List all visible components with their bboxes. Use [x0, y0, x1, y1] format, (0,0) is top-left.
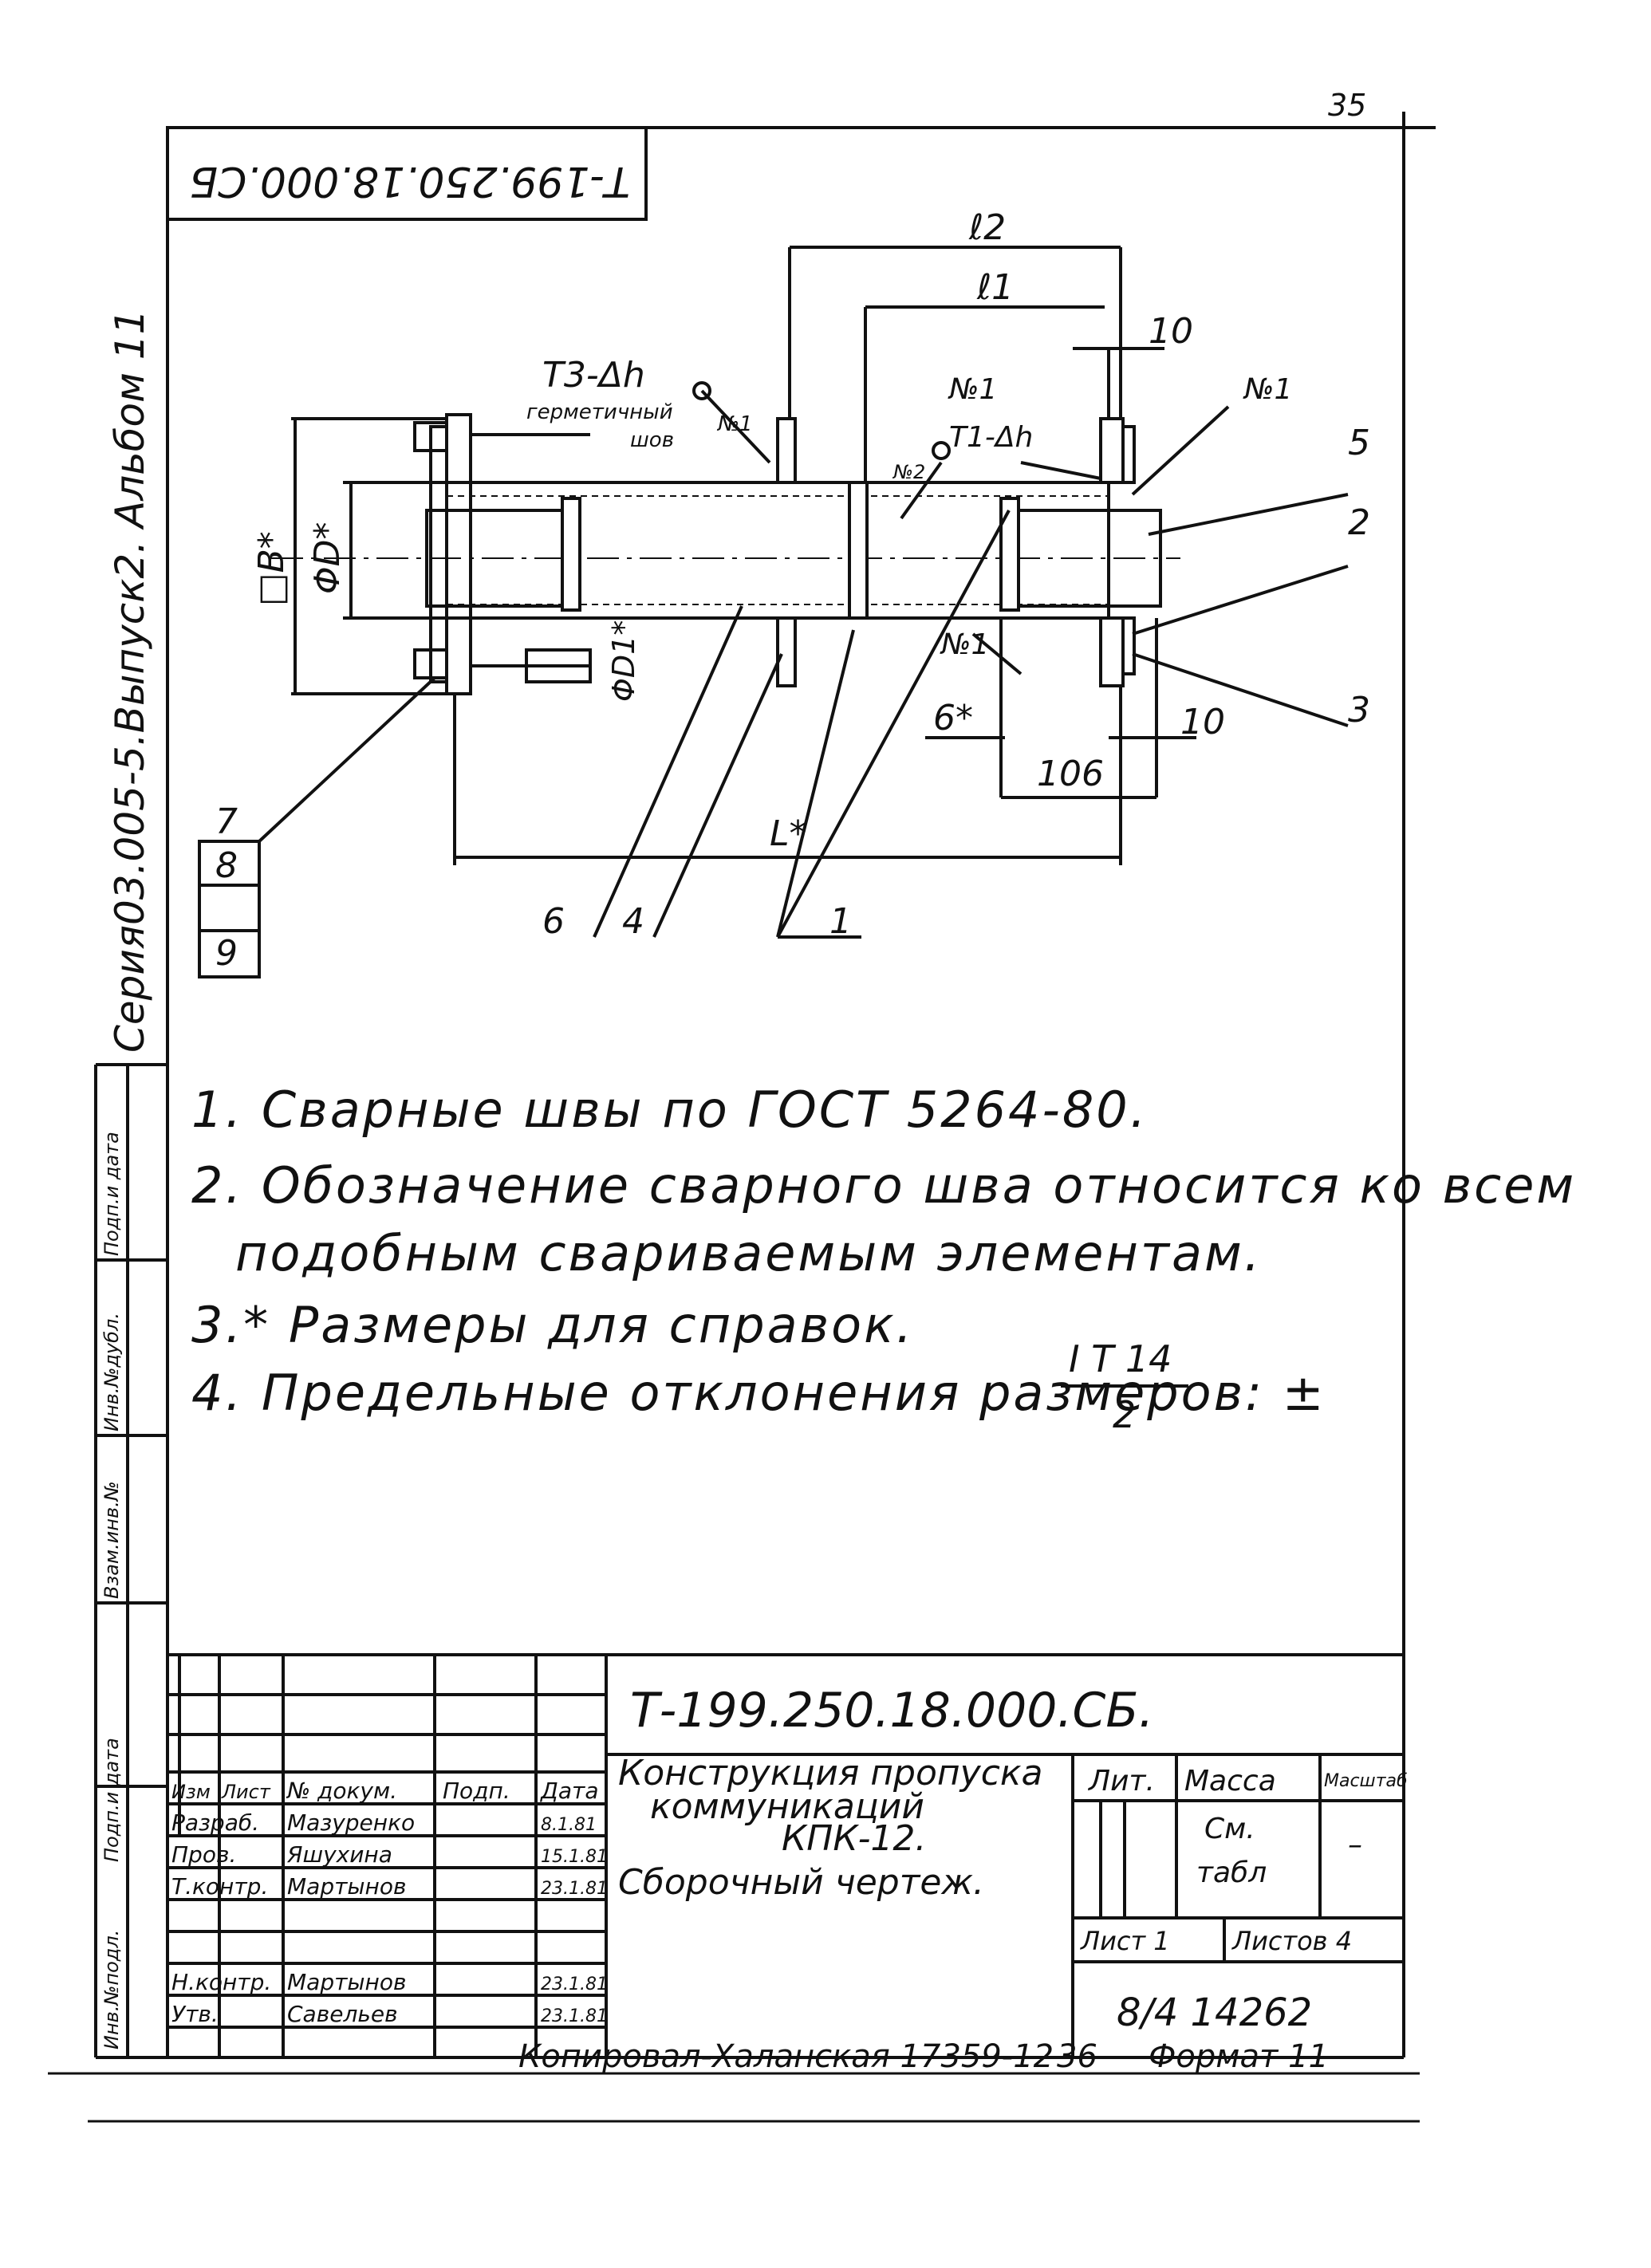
strip-vzam: Взам.инв.№: [100, 1481, 123, 1599]
tb-h-list: Лист: [221, 1781, 271, 1803]
tb-r5-date: 23.1.81: [541, 2006, 608, 2026]
tb-lit: Лит.: [1087, 1765, 1155, 1797]
tb-r1-date: 8.1.81: [541, 1815, 597, 1835]
weld-t3: Т3-Δh: [542, 355, 645, 396]
footer-num: 36: [1057, 2038, 1097, 2075]
dim-10-top: 10: [1149, 311, 1193, 352]
dim-l2: ℓ2: [968, 207, 1006, 248]
tb-h-data: Дата: [539, 1778, 599, 1804]
strip-podp-data-2: Подп.и дата: [100, 1132, 123, 1256]
tb-h-izm: Изм: [171, 1781, 211, 1803]
dim-106: 106: [1037, 754, 1104, 794]
footer-format: Формат 11: [1149, 2038, 1329, 2075]
dim-aB: □В*: [251, 531, 292, 606]
pos-7: 7: [215, 801, 238, 842]
tb-code: Т-199.250.18.000.СБ.: [630, 1683, 1154, 1738]
weld-t1: Т1-Δh: [949, 421, 1033, 454]
weld-hermetic: герметичный: [526, 400, 673, 424]
note-1: 1. Сварные швы по ГОСТ 5264-80.: [191, 1081, 1149, 1139]
tb-masshtab-val: –: [1348, 1829, 1362, 1861]
page-number: 35: [1328, 88, 1366, 123]
pos-6: 6: [542, 901, 565, 942]
tb-r4-date: 23.1.81: [541, 1975, 608, 1994]
tb-r3-role: Т.контр.: [171, 1873, 268, 1900]
tb-r5-role: Утв.: [171, 2001, 219, 2027]
footer-copy: Копировал-Халанская 17359-12: [518, 2038, 1054, 2075]
note-4: 4. Предельные отклонения размеров: ±: [191, 1364, 1326, 1422]
note-2a: 2. Обозначение сварного шва относится ко…: [191, 1156, 1577, 1215]
pos-3: 3: [1348, 690, 1370, 730]
pos-8: 8: [215, 845, 238, 886]
tb-title-3: КПК-12.: [782, 1818, 926, 1859]
note4-numerator: I T 14: [1069, 1337, 1172, 1380]
tb-r3-date: 23.1.81: [541, 1879, 608, 1899]
dim-l1: ℓ1: [976, 267, 1014, 308]
strip-inv-dubl: Инв.№дубл.: [100, 1313, 123, 1431]
dim-L: L*: [770, 813, 807, 854]
tb-title-2: коммуникаций: [650, 1786, 924, 1827]
pos-5: 5: [1348, 423, 1370, 463]
tb-r4-name: Мартынов: [287, 1969, 406, 1995]
tb-masshtab: Масштаб: [1324, 1771, 1408, 1791]
tb-massa-val2: табл: [1196, 1857, 1267, 1889]
tb-r5-name: Савельев: [287, 2001, 398, 2027]
assembly-drawing: [258, 246, 1349, 939]
weld-shov: шов: [630, 428, 674, 452]
pos-9: 9: [215, 933, 238, 974]
tb-r2-role: Пров.: [171, 1841, 236, 1868]
weld-no1-d: №1: [716, 412, 753, 436]
note-2b: подобным свариваемым элементам.: [235, 1224, 1263, 1282]
tb-h-dokum: № докум.: [286, 1778, 397, 1804]
tb-r1-name: Мазуренко: [287, 1809, 415, 1836]
tb-r3-name: Мартынов: [287, 1873, 406, 1900]
pos-4: 4: [622, 901, 644, 942]
weld-no1-a: №1: [948, 373, 997, 406]
tb-sheets: Листов 4: [1231, 1926, 1352, 1956]
tb-inv: 8/4 14262: [1117, 1990, 1312, 2035]
tb-sheet: Лист 1: [1080, 1926, 1170, 1956]
dim-6: 6*: [933, 698, 973, 738]
pos-2: 2: [1348, 502, 1370, 543]
strip-inv-podl: Инв.№подл.: [100, 1930, 123, 2049]
tb-r1-role: Разраб.: [171, 1809, 259, 1836]
note-3: 3.* Размеры для справок.: [191, 1296, 915, 1354]
weld-no2: №2: [892, 461, 925, 483]
tb-title-4: Сборочный чертеж.: [618, 1862, 984, 1903]
strip-podp-data-1: Подп.и дата: [100, 1738, 123, 1862]
tb-h-podp: Подп.: [443, 1778, 510, 1804]
stamp-code: Т-199.250.18.000.СБ: [189, 157, 630, 205]
tb-massa-val1: См.: [1204, 1813, 1255, 1845]
tb-massa: Масса: [1184, 1765, 1276, 1797]
tb-r4-role: Н.контр.: [171, 1969, 271, 1995]
dim-D1: ΦD1*: [606, 620, 641, 702]
tb-r2-date: 15.1.81: [541, 1847, 608, 1867]
pos-1: 1: [829, 901, 852, 942]
dim-D: ΦD*: [307, 522, 348, 594]
weld-no1-c: №1: [940, 628, 989, 661]
tb-title-1: Конструкция пропуска: [618, 1753, 1042, 1794]
tb-r2-name: Яшухина: [286, 1841, 392, 1868]
note4-denominator: 2: [1113, 1393, 1136, 1436]
series-text: Серия03.005-5.Выпуск2. Альбом 11: [107, 309, 153, 1053]
weld-no1-b: №1: [1243, 373, 1292, 406]
dim-10-bottom: 10: [1180, 702, 1225, 742]
